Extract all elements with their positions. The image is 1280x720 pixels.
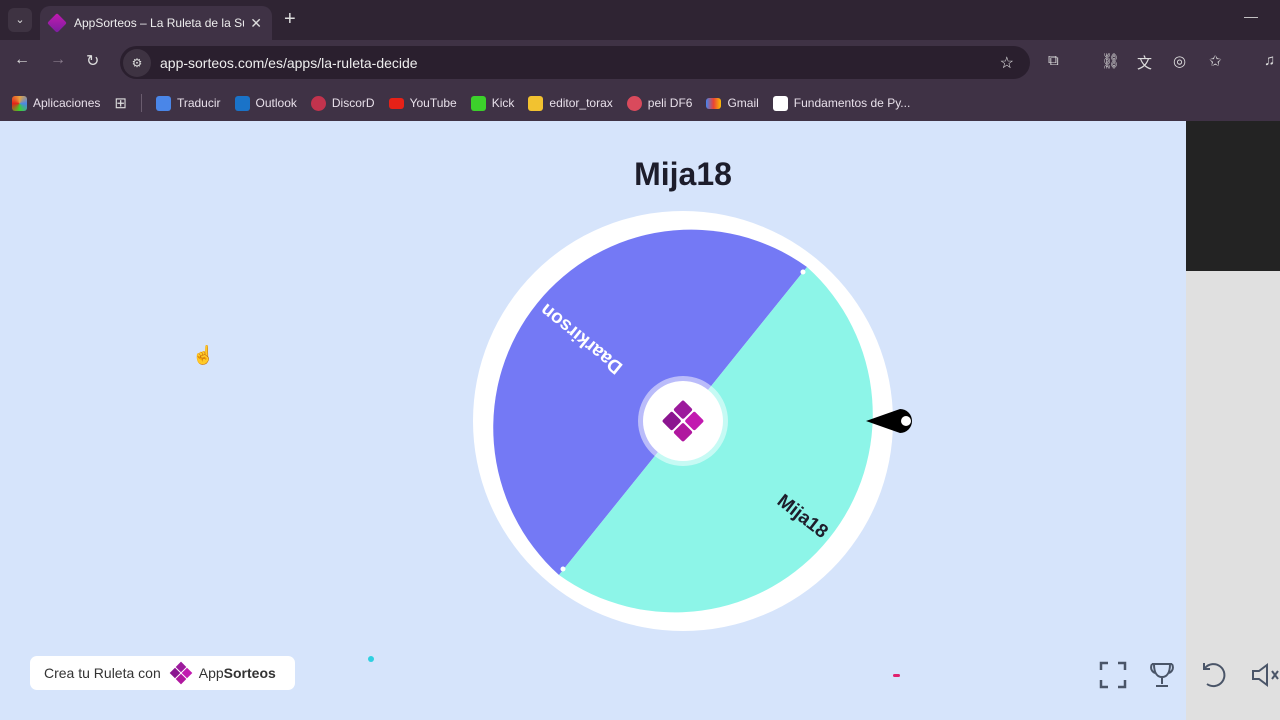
tab-search-button[interactable]: ⌄ (8, 8, 32, 32)
appsorteos-logo-icon (662, 400, 704, 442)
minimize-button[interactable]: — (1244, 8, 1258, 24)
fullscreen-icon[interactable] (1098, 660, 1128, 690)
segment-peg (560, 566, 566, 572)
badge-prefix: Crea tu Ruleta con (44, 665, 161, 681)
appsorteos-logo-icon (169, 661, 193, 685)
bookmark-gmail[interactable]: Gmail (706, 96, 759, 110)
bookmarks-bar: Aplicaciones ⊞ Traducir Outlook DiscorD … (0, 85, 1280, 121)
back-icon[interactable]: ← (14, 51, 30, 68)
bookmark-traducir[interactable]: Traducir (155, 95, 221, 111)
outlook-icon (234, 95, 250, 111)
youtube-icon (388, 97, 404, 109)
winner-title: Mija18 (634, 156, 732, 192)
discord-icon (310, 95, 326, 111)
extensions-icon[interactable]: ⧉ (1048, 52, 1059, 69)
site-info-icon[interactable]: ⚙ (123, 48, 151, 77)
favorites-icon[interactable]: ✩ (1209, 53, 1222, 70)
tab-title: AppSorteos – La Ruleta de la Suerte (74, 16, 244, 30)
side-panel-dark (1186, 121, 1280, 271)
hand-cursor-icon: ☝ (192, 345, 215, 365)
url-text[interactable]: app-sorteos.com/es/apps/la-ruleta-decide (160, 54, 418, 71)
grid-icon[interactable]: ⊞ (114, 95, 127, 112)
divider (140, 94, 142, 112)
browser-toolbar: ← → ↻ ⚙ app-sorteos.com/es/apps/la-rulet… (0, 40, 1280, 85)
media-icon[interactable]: ♫ (1264, 52, 1276, 69)
side-panel (1186, 271, 1280, 720)
peli-icon (626, 95, 642, 111)
bookmark-peli-df6[interactable]: peli DF6 (626, 95, 692, 111)
new-tab-button[interactable]: + (284, 8, 296, 30)
lens-icon[interactable]: ◎ (1173, 53, 1187, 70)
brand-app: App (198, 665, 224, 681)
brand-sorteos: Sorteos (223, 665, 276, 681)
bookmark-star-icon[interactable]: ☆ (999, 54, 1014, 72)
confetti-dot (368, 656, 374, 662)
translate-favicon-icon (155, 95, 171, 111)
apps-icon (12, 95, 27, 111)
bookmark-outlook[interactable]: Outlook (234, 95, 297, 111)
translate-icon[interactable]: 文 (1137, 55, 1153, 72)
reload-icon[interactable]: ↻ (86, 53, 100, 70)
editor-icon (528, 95, 544, 111)
tab-active[interactable]: AppSorteos – La Ruleta de la Suerte ✕ (40, 6, 272, 40)
wheel-pointer-icon (866, 409, 912, 433)
bookmark-editor-torax[interactable]: editor_torax (528, 95, 613, 111)
link-icon[interactable]: ⛓ (1101, 53, 1121, 70)
bookmark-discord[interactable]: DiscorD (310, 95, 375, 111)
cisco-icon (772, 95, 788, 111)
bookmark-aplicaciones[interactable]: Aplicaciones (12, 95, 100, 111)
kick-icon (470, 95, 486, 111)
reset-icon[interactable] (1199, 660, 1229, 690)
tab-bar: ⌄ AppSorteos – La Ruleta de la Suerte ✕ … (0, 0, 1280, 40)
confetti-dot (893, 674, 900, 677)
trophy-icon[interactable] (1147, 660, 1177, 690)
gmail-icon (706, 97, 722, 109)
address-bar[interactable]: ⚙ app-sorteos.com/es/apps/la-ruleta-deci… (120, 46, 1030, 79)
close-tab-icon[interactable]: ✕ (250, 14, 262, 31)
bookmark-youtube[interactable]: YouTube (388, 96, 457, 110)
sound-icon[interactable] (1250, 660, 1280, 690)
segment-peg (800, 269, 806, 275)
spin-button[interactable] (643, 381, 723, 461)
forward-icon[interactable]: → (50, 51, 66, 68)
bookmark-kick[interactable]: Kick (470, 95, 514, 111)
bookmark-fundamentos[interactable]: Fundamentos de Py... (772, 95, 910, 111)
